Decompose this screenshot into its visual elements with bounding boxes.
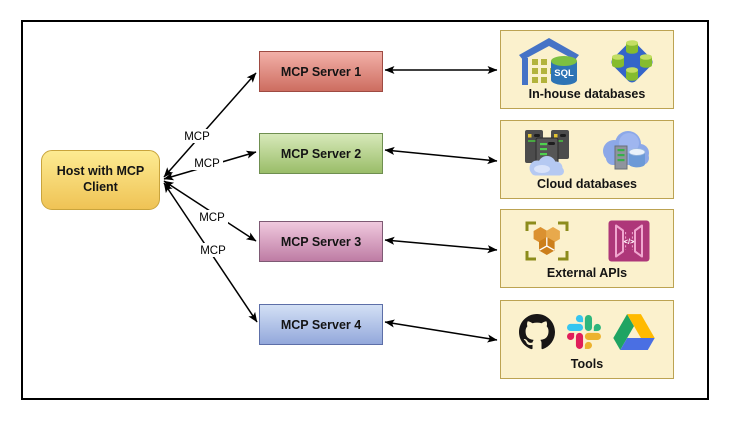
mcp-server-2-box: MCP Server 2 xyxy=(259,133,383,174)
in-house-icons-row: SQL xyxy=(501,31,673,87)
external-apis-label: External APIs xyxy=(546,266,628,280)
svg-text:</>: </> xyxy=(624,236,635,245)
server-rack-cloud-icon xyxy=(525,129,569,175)
in-house-databases-label: In-house databases xyxy=(528,87,646,101)
mcp-server-1-label: MCP Server 1 xyxy=(280,64,362,79)
resource-box-in-house-databases: SQL In-house databases xyxy=(500,30,674,109)
resource-box-tools: Tools xyxy=(500,300,674,379)
sql-elastic-pool-icon xyxy=(611,39,653,83)
mcp-server-4-box: MCP Server 4 xyxy=(259,304,383,345)
mcp-server-3-box: MCP Server 3 xyxy=(259,221,383,262)
cloud-db-icons-row xyxy=(501,121,673,177)
resource-box-cloud-databases: Cloud databases xyxy=(500,120,674,199)
tools-label: Tools xyxy=(570,357,604,371)
mcp-server-1-box: MCP Server 1 xyxy=(259,51,383,92)
google-drive-icon xyxy=(613,314,655,350)
github-icon xyxy=(519,313,555,349)
external-apis-icons-row: </> xyxy=(501,210,673,266)
svg-text:SQL: SQL xyxy=(554,68,574,79)
cloud-databases-label: Cloud databases xyxy=(536,177,638,191)
mcp-server-3-label: MCP Server 3 xyxy=(280,234,362,249)
resource-box-external-apis: </> External APIs xyxy=(500,209,674,288)
mcp-server-2-label: MCP Server 2 xyxy=(280,146,362,161)
cloud-database-icon xyxy=(603,130,649,169)
host-label: Host with MCP Client xyxy=(56,164,145,194)
api-gateway-icon: </> xyxy=(608,220,650,261)
mcp-server-4-label: MCP Server 4 xyxy=(280,317,362,332)
tools-icons-row xyxy=(501,301,673,357)
sql-data-warehouse-icon: SQL xyxy=(519,37,579,85)
diagram-border xyxy=(21,20,709,400)
slack-icon xyxy=(567,314,601,349)
aws-resources-hexagon-icon xyxy=(525,221,569,260)
host-with-mcp-client-box: Host with MCP Client xyxy=(41,150,160,210)
